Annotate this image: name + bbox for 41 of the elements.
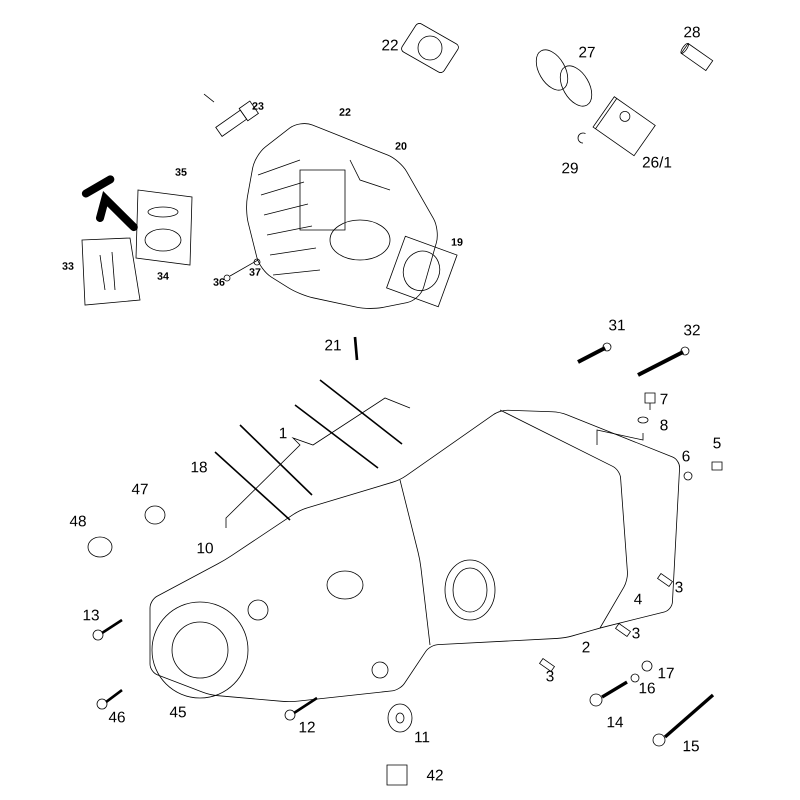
callout-number: 22	[339, 108, 350, 116]
callout-number: 35	[175, 168, 187, 176]
callout-number: 21	[325, 340, 341, 350]
callout-number: 11	[415, 732, 430, 742]
callout-number: 22	[382, 40, 398, 50]
callout-number: 34	[157, 272, 169, 280]
callout-number: 2	[582, 642, 590, 652]
callout-number: 12	[300, 722, 315, 732]
callout-number: 46	[108, 712, 125, 722]
callout-number: 33	[62, 262, 74, 270]
callout-number: 13	[84, 610, 99, 620]
callout-number: 29	[562, 162, 578, 174]
callout-number: 14	[608, 716, 624, 728]
callout-number: 32	[684, 324, 700, 336]
callout-number: 26/1	[642, 156, 672, 168]
callout-number: 19	[452, 238, 463, 246]
callout-number: 42	[426, 770, 443, 780]
callout-number: 20	[395, 142, 406, 150]
callout-number: 45	[170, 706, 186, 718]
callout-number: 15	[684, 740, 699, 752]
callout-number: 3	[546, 670, 554, 682]
callout-number: 3	[675, 582, 683, 592]
callout-number: 31	[609, 320, 625, 330]
callout-number: 3	[632, 628, 640, 638]
callout-number: 17	[658, 668, 674, 678]
callout-number: 48	[70, 516, 86, 526]
callout-number: 8	[660, 420, 668, 430]
callout-number: 28	[684, 26, 700, 38]
callout-number: 36	[213, 278, 225, 286]
callout-number: 6	[682, 450, 690, 462]
callout-number: 4	[634, 594, 642, 604]
callout-number: 47	[132, 484, 148, 494]
callout-number: 37	[249, 268, 260, 276]
callout-number: 5	[713, 438, 721, 448]
callout-number: 7	[660, 394, 668, 404]
callout-number: 16	[640, 682, 655, 694]
callout-number: 1	[280, 428, 287, 438]
callout-number: 27	[579, 46, 595, 58]
callout-number: 23	[252, 102, 264, 110]
callout-number: 10	[198, 542, 213, 554]
callout-number: 18	[192, 462, 207, 472]
